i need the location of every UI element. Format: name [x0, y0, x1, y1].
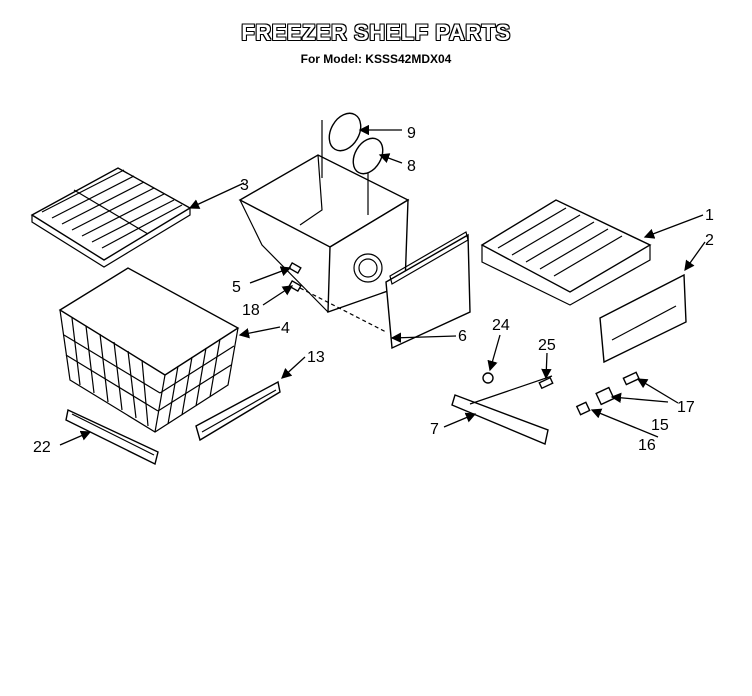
screw-part-18 [288, 279, 302, 293]
screw-part-17 [622, 371, 640, 386]
callout-9: 9 [407, 125, 416, 142]
model-subtitle: For Model: KSSS42MDX04 [300, 52, 452, 66]
callout-18: 18 [242, 302, 260, 319]
rail-part-7 [451, 375, 553, 445]
callout-6: 6 [458, 328, 467, 345]
callout-13: 13 [307, 349, 325, 366]
bushing-part-15 [595, 386, 615, 406]
panel-part-6 [385, 231, 471, 350]
callout-8: 8 [407, 158, 416, 175]
diagram-title: FREEZER SHELF PARTS [241, 20, 511, 45]
callout-25: 25 [538, 337, 556, 354]
wire-basket-part-4 [58, 267, 240, 433]
screw-part-5 [288, 261, 302, 275]
rail-part-13 [195, 380, 281, 442]
fastener-part-24 [482, 372, 494, 384]
screw-part-25 [538, 376, 554, 390]
callout-5: 5 [232, 279, 241, 296]
callout-17: 17 [677, 399, 695, 416]
callout-1: 1 [705, 207, 714, 224]
callout-15: 15 [651, 417, 669, 434]
callout-16: 16 [638, 437, 656, 454]
rail-part-22 [65, 408, 159, 466]
callout-7: 7 [430, 421, 439, 438]
callout-22: 22 [33, 439, 51, 456]
callout-2: 2 [705, 232, 714, 249]
wire-shelf-part-3 [30, 167, 192, 268]
callout-4: 4 [281, 320, 290, 337]
callout-3: 3 [240, 177, 249, 194]
bushing-part-16 [575, 401, 591, 416]
trim-part-2 [599, 273, 687, 364]
callout-24: 24 [492, 317, 510, 334]
glass-shelf-part-1 [480, 199, 652, 306]
cover-part-9 [328, 112, 362, 152]
